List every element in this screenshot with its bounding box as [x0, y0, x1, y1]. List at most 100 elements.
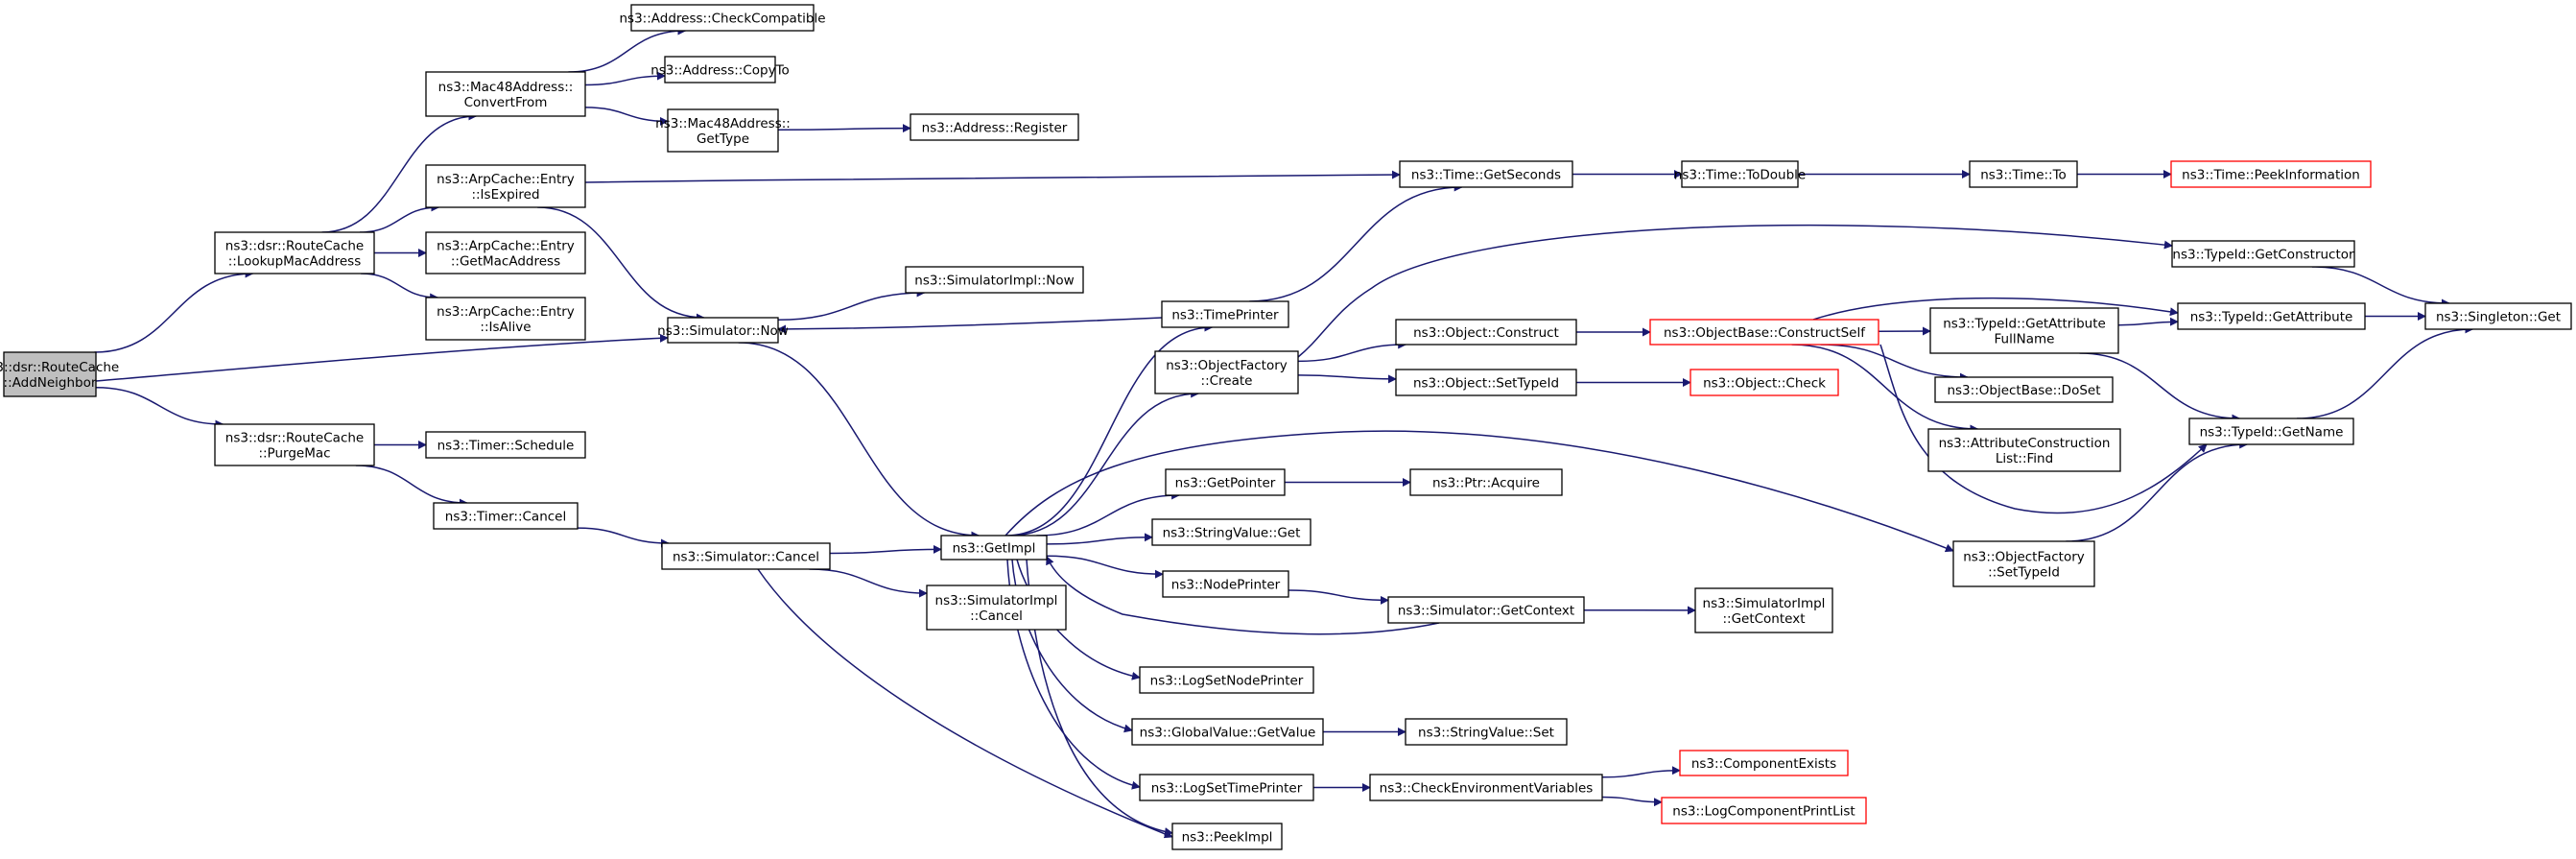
node-box — [2177, 302, 2366, 330]
edge-arrow — [777, 124, 911, 133]
graph-node[interactable]: ns3::ObjectFactory::SetTypeId — [1952, 540, 2095, 587]
graph-node[interactable]: ns3::Time::GetSeconds — [1399, 160, 1573, 188]
graph-node[interactable]: ns3::CheckEnvironmentVariables — [1369, 774, 1603, 801]
edge-arrow — [355, 465, 468, 508]
edge-n33-to-n39 — [1601, 796, 1663, 807]
graph-node[interactable]: ns3::LogSetTimePrinter — [1139, 774, 1314, 801]
edge-n1-to-n7 — [361, 273, 439, 302]
graph-node[interactable]: ns3::Simulator::Now — [657, 317, 789, 344]
graph-node[interactable]: ns3::ArpCache::Entry::IsAlive — [425, 297, 586, 341]
graph-node[interactable]: ns3::dsr::RouteCache::LookupMacAddress — [214, 231, 375, 274]
graph-node[interactable]: ns3::Address::Register — [910, 113, 1079, 141]
graph-node[interactable]: ns3::Time::To — [1969, 160, 2078, 188]
node-label: ns3::TimePrinter — [1171, 308, 1279, 323]
node-label: ns3::SimulatorImpl — [935, 593, 1058, 608]
node-label: ::GetContext — [1722, 611, 1805, 627]
graph-node[interactable]: ns3::GetPointer — [1165, 468, 1286, 496]
graph-node[interactable]: ns3::Simulator::Cancel — [661, 542, 831, 570]
graph-node[interactable]: ns3::Simulator::GetContext — [1387, 596, 1585, 624]
node-label: ns3::TypeId::GetName — [2200, 425, 2344, 441]
edge-arrow — [2311, 266, 2450, 308]
node-box — [1952, 540, 2095, 587]
graph-node[interactable]: ns3::ArpCache::Entry::IsExpired — [425, 164, 586, 208]
node-box — [214, 423, 375, 466]
graph-node[interactable]: ns3::ObjectBase::ConstructSelf — [1649, 319, 1879, 346]
edge-arrow — [568, 26, 687, 73]
graph-node[interactable]: ns3::TypeId::GetAttribute — [2177, 302, 2366, 330]
graph-node[interactable]: ns3::NodePrinter — [1162, 570, 1289, 598]
edge-n4-to-n10 — [584, 107, 669, 126]
edge-n19-to-n2 — [777, 317, 1163, 334]
graph-node[interactable]: ns3::Mac48Address::ConvertFrom — [425, 71, 586, 117]
graph-node[interactable]: ns3::Singleton::Get — [2424, 302, 2572, 330]
edge-n14-to-n17 — [829, 544, 942, 555]
graph-node[interactable]: ns3::SimulatorImpl::Cancel — [926, 585, 1067, 631]
graph-node[interactable]: ns3::Timer::Schedule — [425, 431, 586, 459]
graph-node[interactable]: ns3::Object::Construct — [1395, 319, 1577, 346]
node-box — [1927, 428, 2121, 472]
graph-node[interactable]: ns3::TypeId::GetConstructor — [2171, 240, 2355, 268]
node-box — [1154, 350, 1299, 394]
node-label: ns3::StringValue::Set — [1418, 726, 1554, 741]
node-label: List::Find — [1996, 451, 2053, 466]
graph-node[interactable]: ns3::LogSetNodePrinter — [1139, 666, 1314, 694]
node-box — [910, 113, 1079, 141]
node-label: ::SetTypeId — [1988, 565, 2060, 581]
graph-node[interactable]: ns3::Timer::Cancel — [433, 502, 579, 530]
edge-n46-to-n49 — [2311, 266, 2450, 308]
graph-node[interactable]: ns3::Time::ToDouble — [1674, 160, 1806, 188]
graph-node[interactable]: ns3::LogComponentPrintList — [1661, 797, 1867, 824]
graph-node[interactable]: ns3::Ptr::Acquire — [1409, 468, 1563, 496]
graph-node[interactable]: ns3::Address::CheckCompatible — [619, 4, 826, 32]
edge-arrow — [1004, 430, 1954, 553]
graph-node[interactable]: ns3::Object::SetTypeId — [1395, 369, 1577, 396]
graph-node[interactable]: ns3::dsr::RouteCache::PurgeMac — [214, 423, 375, 466]
edge-n2-to-n15 — [777, 288, 926, 322]
graph-node[interactable]: ns3::TypeId::GetName — [2188, 418, 2354, 445]
node-label: ns3::Time::GetSeconds — [1411, 168, 1561, 183]
graph-node[interactable]: ns3::GlobalValue::GetValue — [1131, 718, 1324, 746]
node-label: ns3::SimulatorImpl — [1703, 596, 1826, 611]
edge-n20-to-n46 — [1297, 224, 2173, 358]
graph-node[interactable]: ns3::dsr::RouteCache::AddNeighbor — [0, 351, 119, 397]
edge-n48-to-n49 — [2297, 324, 2474, 419]
edge-arrow — [2079, 352, 2241, 423]
edge-arrow — [95, 333, 669, 382]
graph-node[interactable]: ns3::Object::Check — [1690, 369, 1839, 396]
graph-node[interactable]: ns3::Time::PeekInformation — [2170, 160, 2372, 188]
graph-node[interactable]: ns3::SimulatorImpl::GetContext — [1694, 587, 1833, 633]
node-box — [1405, 718, 1568, 746]
node-label: ns3::ObjectFactory — [1963, 550, 2085, 565]
node-label: ns3::Object::Construct — [1413, 325, 1559, 341]
node-box — [2170, 160, 2372, 188]
graph-node[interactable]: ns3::TimePrinter — [1161, 300, 1289, 328]
graph-node[interactable]: ns3::PeekImpl — [1171, 823, 1283, 850]
edge-arrow — [1009, 389, 1200, 537]
graph-node[interactable]: ns3::SimulatorImpl::Now — [905, 266, 1084, 294]
node-box — [1969, 160, 2078, 188]
edge-n5-to-n27 — [584, 170, 1401, 183]
node-label: ns3::ArpCache::Entry — [437, 172, 575, 187]
graph-node[interactable]: ns3::ComponentExists — [1679, 750, 1849, 776]
graph-node[interactable]: ns3::ArpCache::Entry::GetMacAddress — [425, 231, 586, 274]
node-box — [1399, 160, 1573, 188]
graph-node[interactable]: ns3::ObjectBase::DoSet — [1934, 376, 2114, 403]
node-box — [1161, 300, 1289, 328]
edge-arrow — [1249, 182, 1463, 302]
node-label: ::LookupMacAddress — [228, 254, 362, 270]
graph-node[interactable]: ns3::ObjectFactory::Create — [1154, 350, 1299, 394]
graph-node[interactable]: ns3::StringValue::Set — [1405, 718, 1568, 746]
graph-node[interactable]: ns3::StringValue::Get — [1151, 518, 1312, 546]
edge-n0-to-n3 — [95, 387, 225, 429]
edge-arrow — [1791, 344, 1979, 434]
node-box — [425, 71, 586, 117]
node-label: ns3::Simulator::Cancel — [673, 550, 819, 565]
graph-node[interactable]: ns3::GetImpl — [940, 535, 1048, 561]
node-label: ns3::TypeId::GetAttribute — [1943, 317, 2106, 332]
graph-node[interactable]: ns3::Address::CopyTo — [650, 56, 790, 84]
node-box — [3, 351, 97, 397]
graph-node[interactable]: ns3::Mac48Address::GetType — [655, 108, 791, 153]
edge-arrow — [1820, 344, 1969, 382]
